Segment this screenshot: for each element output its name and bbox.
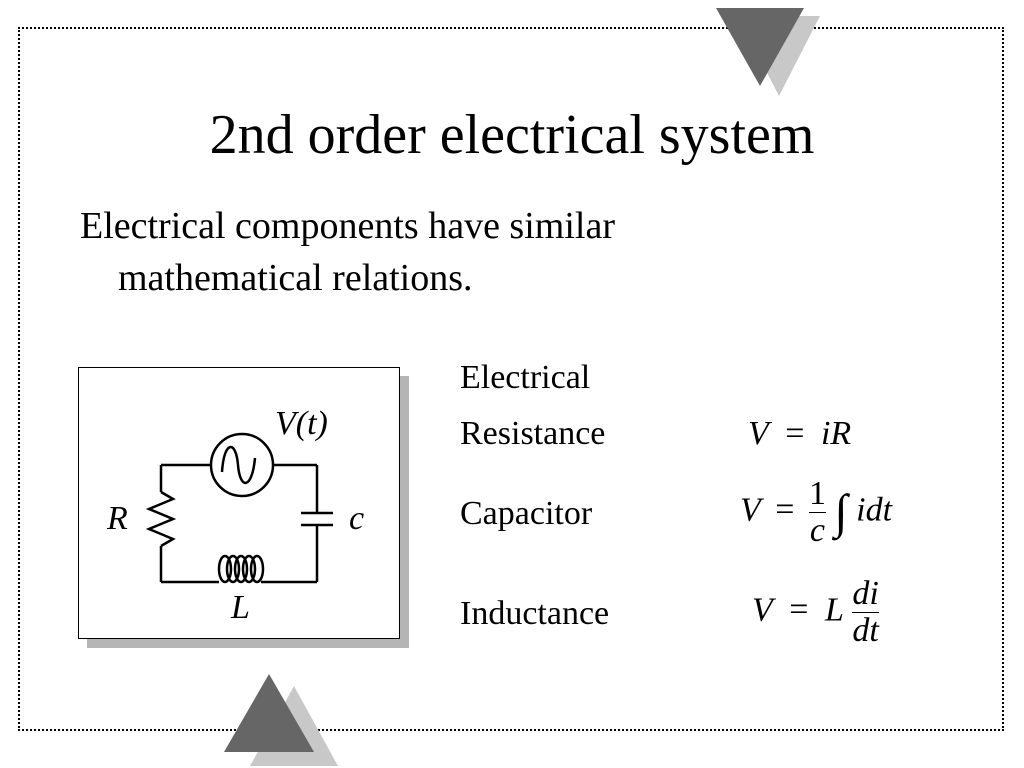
capacitor-denominator: c — [808, 512, 826, 549]
bullet-line-1: Electrical components have similar — [80, 205, 615, 247]
bottom-triangle — [224, 674, 314, 752]
top-triangle-decoration — [716, 8, 820, 96]
relations-header: Electrical — [460, 359, 591, 396]
integral-sign: ∫ — [834, 485, 848, 539]
sine-wave-icon — [220, 445, 257, 485]
capacitor-fraction: 1 c — [808, 475, 826, 549]
circuit-diagram: V(t) R c L — [78, 367, 400, 639]
inductance-equals: = — [789, 591, 809, 629]
inductance-coef: L — [824, 591, 844, 629]
inductance-fraction: di dt — [852, 575, 879, 649]
inductor-label: L — [231, 589, 250, 626]
slide-frame — [18, 27, 1004, 731]
inductance-equation: V = L di dt — [752, 576, 879, 649]
inductance-denominator: dt — [852, 612, 879, 649]
resistor-icon — [145, 490, 177, 548]
inductance-label: Inductance — [460, 595, 610, 632]
top-triangle — [716, 8, 804, 86]
source-label: V(t) — [275, 405, 328, 442]
resistance-label: Resistance — [460, 415, 606, 452]
capacitor-integrand: idt — [856, 491, 893, 529]
resistance-equals: = — [785, 415, 805, 452]
resistance-lhs: V — [748, 415, 769, 452]
resistance-equation: V = iR — [748, 414, 851, 454]
inductance-lhs: V — [752, 591, 773, 629]
inductor-icon — [217, 554, 265, 584]
slide-title: 2nd order electrical system — [209, 104, 815, 166]
ac-source-icon — [209, 432, 275, 498]
resistance-rhs: iR — [820, 415, 852, 452]
bullet-line-2: mathematical relations. — [118, 257, 473, 299]
inductance-numerator: di — [852, 575, 879, 612]
capacitor-relation-label: Capacitor — [460, 495, 593, 532]
resistor-label: R — [107, 500, 128, 537]
capacitor-equals: = — [775, 491, 795, 529]
bullet-text: Electrical components have similar mathe… — [80, 200, 780, 304]
capacitor-numerator: 1 — [808, 475, 826, 512]
capacitor-lhs: V — [740, 491, 761, 529]
circuit-drawing — [145, 432, 333, 584]
capacitor-equation: V = 1 c ∫ idt — [740, 476, 892, 549]
capacitor-label: c — [349, 500, 365, 537]
bottom-triangle-decoration — [224, 674, 338, 766]
